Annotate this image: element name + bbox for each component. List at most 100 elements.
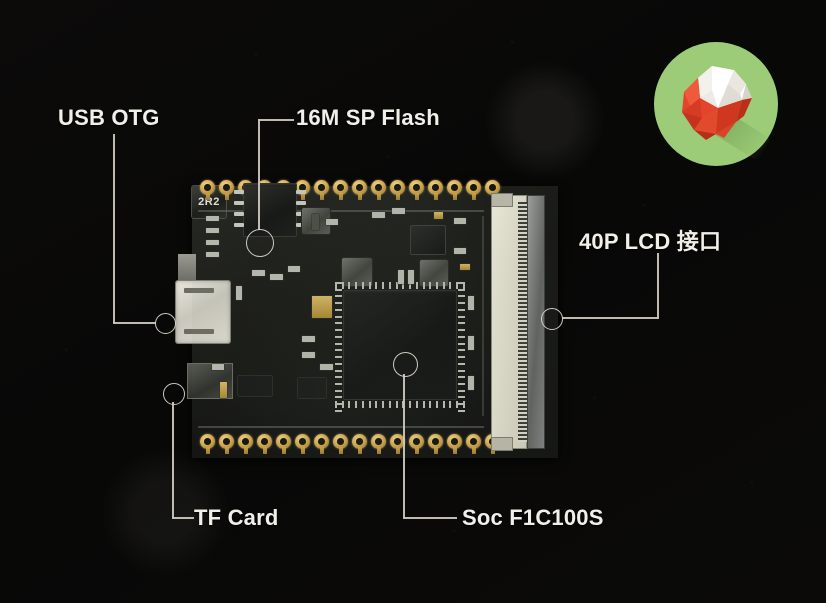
pin-pad — [314, 180, 329, 200]
soc-pin-row — [335, 282, 342, 412]
soc-f1c100s-chip — [335, 282, 465, 412]
pin-pad — [390, 434, 405, 454]
smd-passive — [270, 274, 283, 280]
callout-label-usb-otg: USB OTG — [58, 105, 160, 130]
leader-line-lcd-vertical — [657, 253, 659, 319]
pin-pad — [352, 434, 367, 454]
pin-header-row-top — [200, 180, 500, 202]
smd-passive — [460, 264, 470, 270]
lcd-40p-fpc-connector — [492, 194, 544, 450]
leader-line-soc-vertical — [403, 374, 405, 518]
leader-line-sp-flash-horizontal — [259, 119, 294, 121]
leader-line-tf-card-horizontal — [172, 517, 194, 519]
callout-marker-tf-card — [163, 383, 185, 405]
smd-passive — [468, 296, 474, 310]
smd-ic-sot23 — [238, 376, 272, 396]
pin-pad — [257, 434, 272, 454]
pin-pad — [390, 180, 405, 200]
smd-passive — [206, 216, 219, 221]
silkscreen-trace — [482, 216, 484, 416]
pin-header-row-bottom — [200, 434, 500, 456]
soc-pin-row — [335, 282, 465, 289]
fpc-connector-latch — [528, 196, 544, 448]
silkscreen-trace — [198, 426, 484, 428]
usb-shield-tab — [178, 254, 196, 280]
fpc-connector-ear — [492, 438, 512, 450]
leader-line-lcd-horizontal — [562, 317, 658, 319]
pin-pad — [428, 434, 443, 454]
shielded-inductor — [420, 260, 448, 286]
pin-pad — [371, 180, 386, 200]
smd-passive — [252, 270, 265, 276]
smd-passive — [468, 336, 474, 350]
pin-pad — [447, 434, 462, 454]
smd-passive — [206, 228, 219, 233]
callout-label-tf-card: TF Card — [194, 505, 279, 530]
gold-test-pad — [312, 296, 332, 318]
smd-passive — [454, 218, 466, 224]
pin-pad — [295, 434, 310, 454]
pin-pad — [219, 180, 234, 200]
smd-passive — [236, 286, 242, 300]
callout-label-sp-flash: 16M SP Flash — [296, 105, 440, 130]
pin-pad — [466, 434, 481, 454]
pin-pad — [466, 180, 481, 200]
pin-pad — [333, 180, 348, 200]
pin-pad — [314, 434, 329, 454]
smd-passive — [408, 270, 414, 284]
pin-pad — [409, 434, 424, 454]
callout-label-lcd-40p: 40P LCD 接口 — [579, 229, 722, 254]
leader-line-sp-flash-vertical — [258, 119, 260, 230]
leader-line-usb-otg-vertical — [113, 134, 115, 323]
smd-passive — [392, 208, 405, 214]
pin-pad — [276, 434, 291, 454]
callout-marker-usb-otg — [155, 313, 176, 334]
callout-label-soc: Soc F1C100S — [462, 505, 604, 530]
smd-passive — [220, 382, 227, 398]
pin-pad — [200, 434, 215, 454]
smd-passive — [434, 212, 443, 219]
smd-passive — [398, 270, 404, 284]
smd-passive — [288, 266, 300, 272]
logo-gem-icon — [682, 66, 752, 140]
pin-pad — [371, 434, 386, 454]
smd-passive — [372, 212, 385, 218]
pin-pad — [447, 180, 462, 200]
callout-marker-sp-flash — [246, 229, 274, 257]
lychee-logo — [654, 42, 778, 166]
pin-pad — [352, 180, 367, 200]
pin-pad — [238, 434, 253, 454]
pin-pad — [333, 434, 348, 454]
callout-marker-lcd-40p — [541, 308, 563, 330]
callout-marker-soc — [393, 352, 418, 377]
smd-passive — [312, 214, 319, 230]
leader-line-soc-horizontal — [403, 517, 457, 519]
smd-passive — [454, 248, 466, 254]
lichee-pi-nano-pcb: 2R2 — [176, 180, 558, 458]
pin-pad — [485, 180, 500, 200]
smd-passive — [212, 364, 224, 370]
usb-otg-connector — [176, 281, 230, 343]
smd-passive — [326, 219, 338, 225]
smd-passive — [206, 252, 219, 257]
smd-passive — [206, 240, 219, 245]
smd-passive — [320, 364, 333, 370]
shielded-inductor — [342, 258, 372, 286]
leader-line-tf-card-vertical — [172, 402, 174, 518]
pin-pad — [409, 180, 424, 200]
silkscreen-trace — [198, 210, 484, 212]
pin-pad — [219, 434, 234, 454]
fpc-connector-pins — [518, 202, 528, 442]
soc-pin-row — [335, 401, 465, 408]
pin-pad — [200, 180, 215, 200]
pin-pad — [428, 180, 443, 200]
smd-passive — [468, 376, 474, 390]
fpc-connector-ear — [492, 194, 512, 206]
inductor-marking: 2R2 — [198, 196, 220, 208]
aux-qfn-chip — [411, 226, 445, 254]
spi-flash-chip — [234, 184, 306, 236]
smd-passive — [302, 336, 315, 342]
smd-passive — [302, 352, 315, 358]
leader-line-usb-otg-horizontal — [113, 322, 156, 324]
